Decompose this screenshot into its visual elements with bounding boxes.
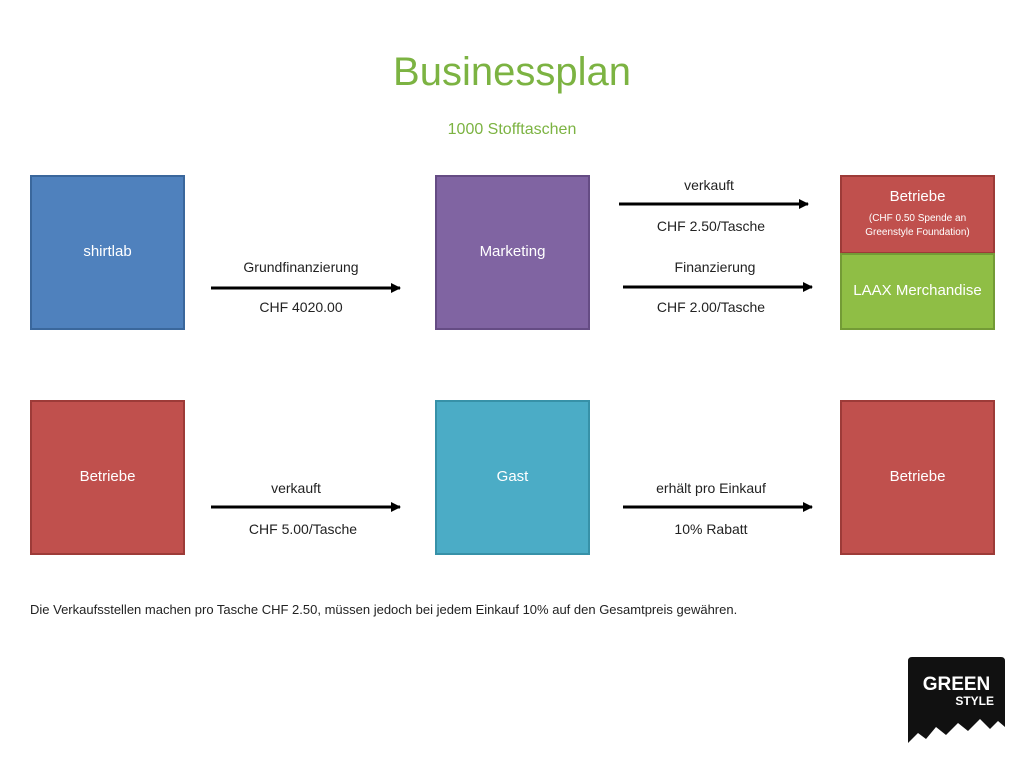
arrow-label-10-rabatt: 10% Rabatt [674, 521, 748, 537]
arrow-label-finanzierung: Finanzierung [674, 259, 756, 275]
arrow-label-chf-2-00: CHF 2.00/Tasche [656, 299, 766, 315]
gast-box: Gast [435, 400, 590, 555]
betriebe-left-box: Betriebe [30, 400, 185, 555]
footnote: Die Verkaufsstellen machen pro Tasche CH… [30, 602, 738, 617]
marketing-box: Marketing [435, 175, 590, 330]
betriebe-right-label: Betriebe [889, 468, 946, 486]
logo-line2: STYLE [955, 694, 994, 708]
laax-merchandise-label: LAAX Merchandise [853, 282, 982, 300]
greenstyle-logo: GREEN STYLE [908, 657, 1005, 751]
shirtlab-box: shirtlab [30, 175, 185, 330]
arrow-label-chf-2-50: CHF 2.50/Tasche [656, 218, 766, 234]
arrow-label-chf-4020: CHF 4020.00 [259, 299, 343, 315]
gast-label: Gast [496, 468, 529, 486]
logo-line1: GREEN [923, 674, 991, 695]
betriebe-donation-note: (CHF 0.50 Spende an Greenstyle Foundatio… [865, 212, 970, 239]
shirtlab-label: shirtlab [83, 243, 132, 261]
betriebe-donation-title: Betriebe [889, 188, 946, 206]
arrow-label-grundfinanzierung: Grundfinanzierung [243, 259, 359, 275]
laax-merchandise-box: LAAX Merchandise [840, 253, 995, 330]
marketing-label: Marketing [479, 243, 546, 261]
arrow-label-erhaelt-pro-einkauf: erhält pro Einkauf [656, 480, 766, 496]
betriebe-right-box: Betriebe [840, 400, 995, 555]
page-subtitle: 1000 Stofftaschen [447, 121, 577, 138]
betriebe-donation-box: Betriebe (CHF 0.50 Spende an Greenstyle … [840, 175, 995, 254]
arrow-label-chf-5-00: CHF 5.00/Tasche [248, 521, 358, 537]
arrow-label-verkauft-top: verkauft [684, 177, 734, 193]
betriebe-left-label: Betriebe [79, 468, 136, 486]
arrow-label-verkauft-bottom: verkauft [271, 480, 321, 496]
page-title: Businessplan [393, 50, 631, 94]
logo-badge-shape [908, 657, 1005, 743]
